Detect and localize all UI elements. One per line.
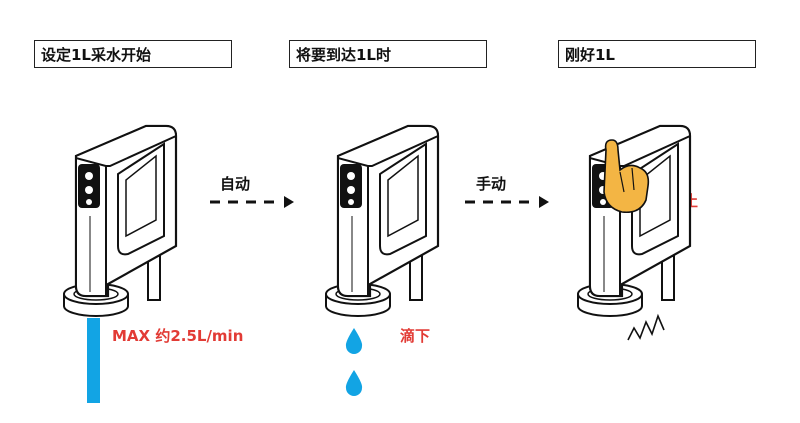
vibration-zigzag — [627, 313, 665, 341]
drip-annotation: 滴下 — [400, 327, 431, 345]
water-stream — [87, 318, 100, 403]
water-drop-2 — [345, 370, 363, 396]
dispenser-3 — [576, 124, 692, 318]
step-1-title: 设定1L采水开始 — [34, 40, 232, 68]
step-3-title: 刚好1L — [558, 40, 756, 68]
transition-manual-label: 手动 — [476, 175, 507, 193]
flow-rate-annotation: MAX 约2.5L/min — [112, 327, 244, 345]
arrow-auto — [210, 196, 294, 208]
transition-auto-label: 自动 — [220, 175, 251, 193]
step-2-title: 将要到达1L时 — [289, 40, 487, 68]
dispenser-1 — [62, 124, 178, 318]
pressing-finger-icon — [603, 139, 650, 214]
water-drop-1 — [345, 328, 363, 354]
dispenser-2 — [324, 124, 440, 318]
arrow-manual — [465, 196, 549, 208]
